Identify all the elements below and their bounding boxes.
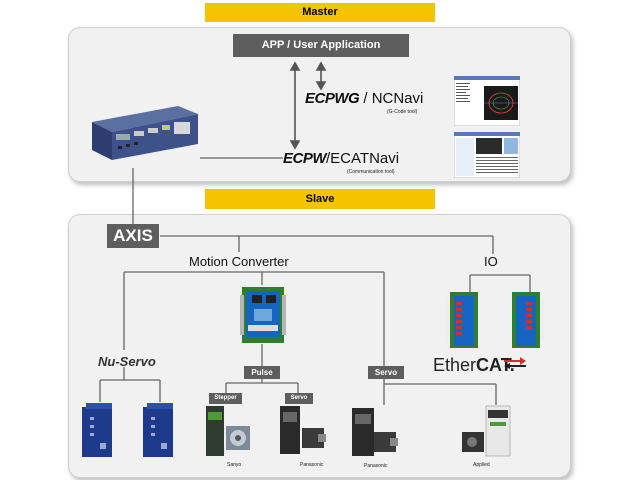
ecatnavi-label: ECPW/ECATNavi [283, 150, 399, 167]
nuservo-logo: Nu-Servo [98, 354, 156, 369]
ethercat-logo: EtherCAT. [433, 355, 515, 376]
ncnavi-name: NCNavi [371, 90, 424, 107]
ethercat-arrows-icon [504, 357, 526, 369]
servo-tag: Servo [368, 366, 404, 379]
sanyo-drive-motor-image [206, 406, 250, 456]
nuservo-drive-1-image [82, 403, 112, 457]
ncnavi-separator: / [359, 90, 372, 107]
io-label: IO [484, 254, 498, 269]
ethercat-prefix: Ether [433, 355, 477, 375]
panasonic-2-label: Panasonic [364, 463, 388, 469]
servo-small-tag: Servo [285, 393, 313, 404]
motion-converter-image [240, 287, 286, 343]
ncnavi-screenshot [454, 76, 520, 126]
ecpwg-logo: ECPWG [305, 90, 360, 107]
ncnavi-note: (G-Code tool) [387, 109, 418, 115]
pulse-tag: Pulse [244, 366, 280, 379]
ecatnavi-note: (Communication tool) [347, 169, 395, 175]
app-box: APP / User Application [233, 34, 409, 57]
sanyo-label: Sanyo [227, 462, 242, 468]
applied-label: Applied [473, 462, 490, 468]
panasonic-pulse-drive-motor-image [280, 406, 326, 454]
applied-drive-motor-image [462, 405, 511, 457]
slave-label: Slave [205, 189, 435, 209]
master-label: Master [205, 3, 435, 22]
io-module-1-image [446, 292, 478, 348]
ncnavi-label: ECPWG / NCNavi [305, 90, 423, 107]
panasonic-servo-drive-motor-image [352, 408, 398, 456]
panasonic-1-label: Panasonic [300, 462, 324, 468]
ecpw-logo: ECPW [283, 150, 327, 167]
industrial-pc-image [92, 106, 198, 160]
stepper-tag: Stepper [209, 393, 242, 404]
motion-converter-label: Motion Converter [189, 254, 289, 269]
nuservo-drive-2-image [143, 403, 173, 457]
io-module-2-image [512, 292, 544, 348]
axis-box: AXIS [107, 224, 159, 248]
ecatnavi-separator: / [326, 150, 331, 167]
ecatnavi-name: ECATNavi [330, 150, 400, 167]
ecatnavi-screenshot [454, 132, 520, 178]
